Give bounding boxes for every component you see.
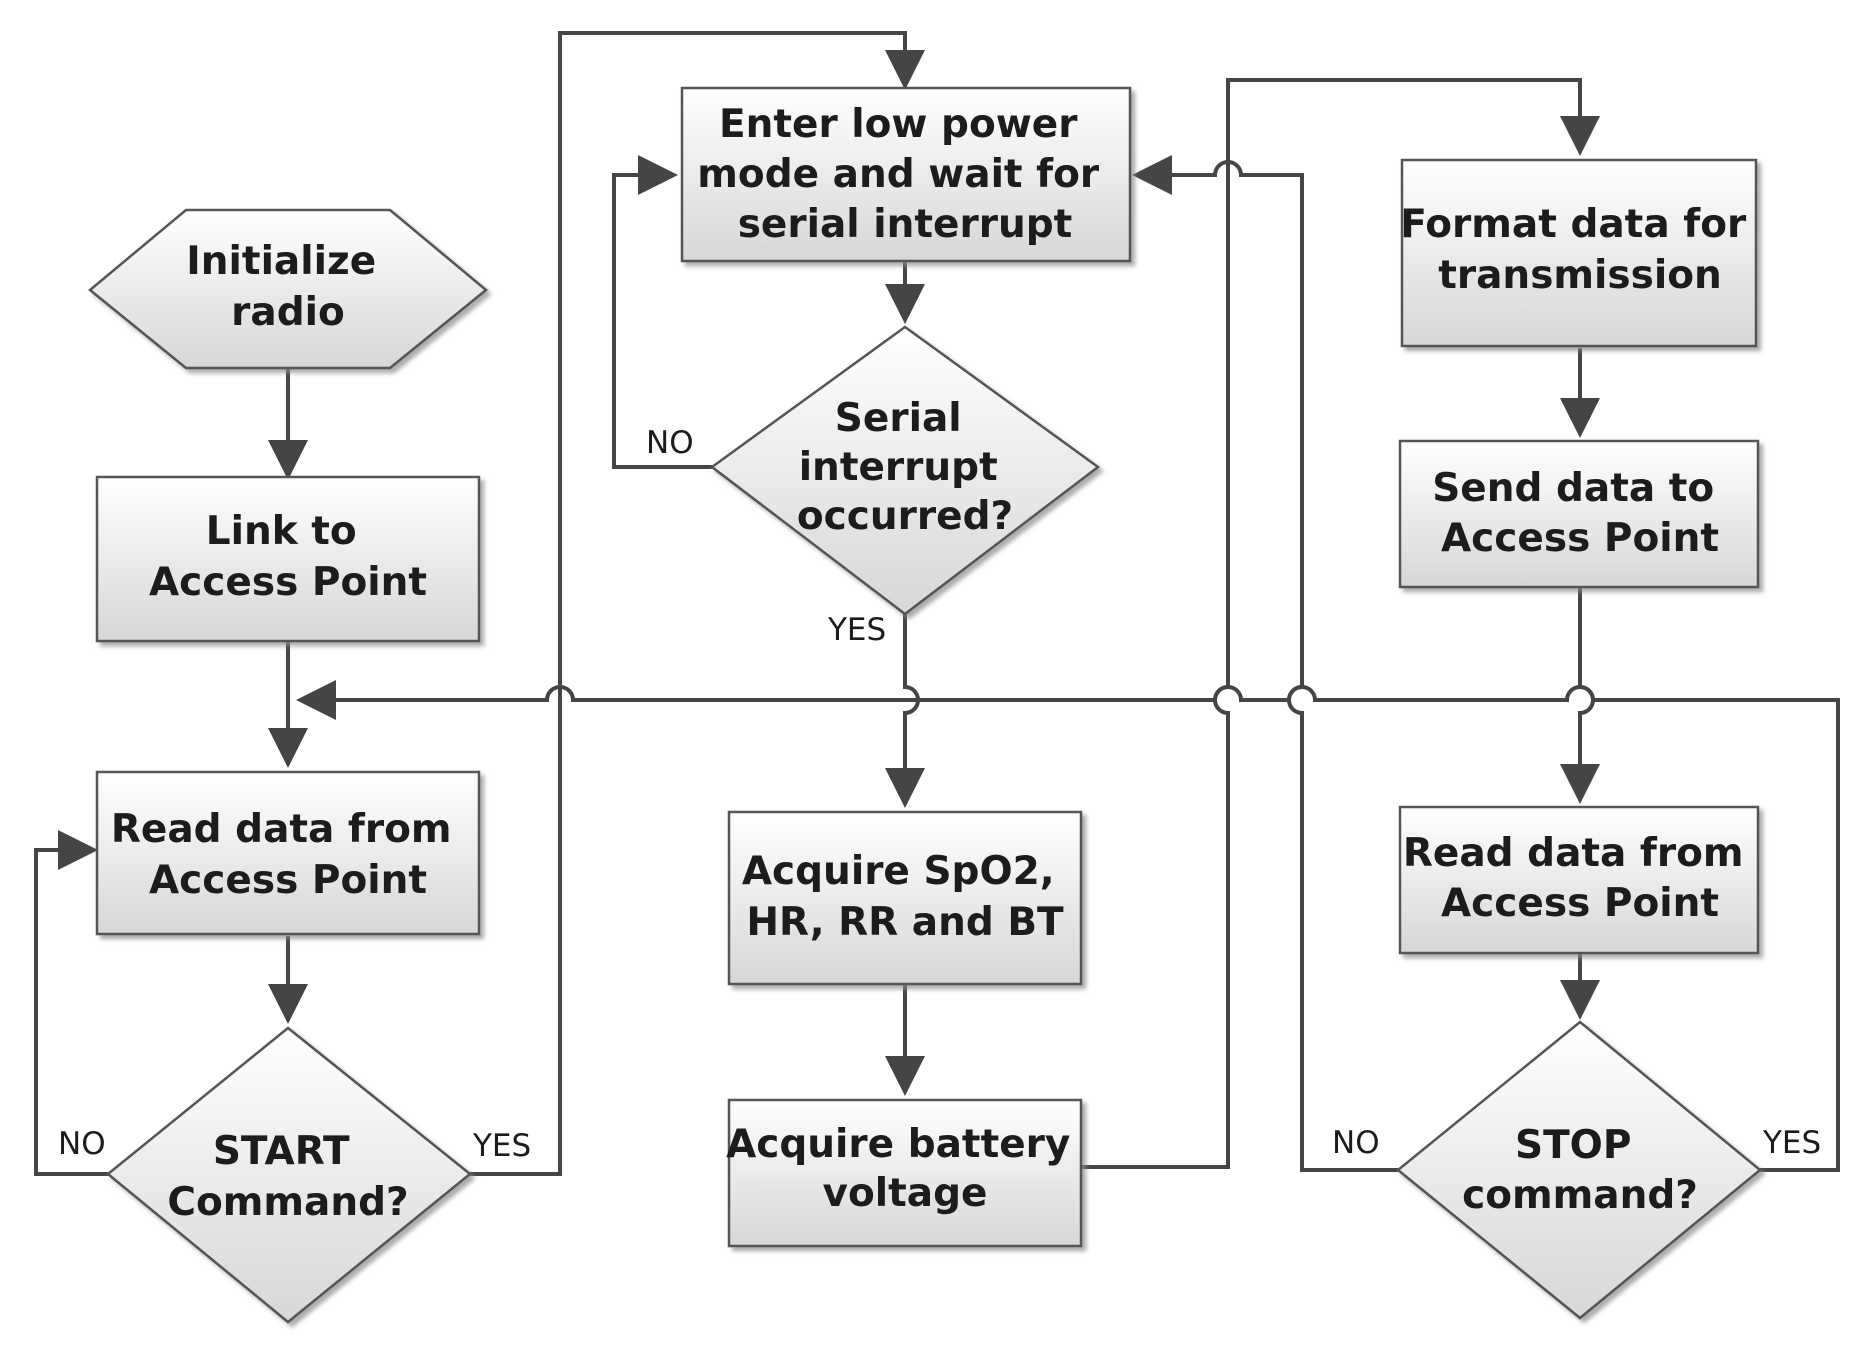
send-data-label: Send data to Access Point [1432,466,1728,561]
start-command-label: START Command? [167,1129,408,1225]
acquire-vitals-label: Acquire SpO2, HR, RR and BT [742,849,1068,945]
edge-serial-no-loop [612,155,712,469]
node-read-access-point-right: Read data from Access Point [1398,805,1760,955]
initialize-radio-label: Initialize radio [186,239,389,335]
edge-start-yes [470,31,925,1176]
serial-interrupt-label: Serial interrupt occurred? [797,396,1013,539]
acquire-battery-label: Acquire battery voltage [726,1122,1084,1216]
node-send-data: Send data to Access Point [1398,439,1760,589]
stop-command-label: STOP command? [1462,1123,1698,1218]
stop-yes-label: YES [1762,1125,1821,1161]
node-acquire-battery: Acquire battery voltage [726,1098,1084,1248]
low-power-mode-label: Enter low power mode and wait for serial… [697,102,1112,247]
read-access-point-right-label: Read data from Access Point [1403,831,1757,926]
start-yes-label: YES [472,1128,531,1164]
edge-start-no-loop [34,830,110,1176]
serial-no-label: NO [646,425,694,461]
node-format-data: Format data for transmission [1400,158,1760,348]
stop-no-label: NO [1332,1125,1380,1161]
start-no-label: NO [58,1126,106,1162]
node-serial-interrupt: Serial interrupt occurred? [709,325,1101,616]
node-read-access-point-left: Read data from Access Point [95,770,481,936]
node-stop-command: STOP command? [1396,1020,1762,1320]
edge-stop-yes [296,680,1840,1172]
link-access-point-label: Link to Access Point [149,509,427,605]
edge-serial-yes [885,612,925,808]
format-data-label: Format data for transmission [1400,202,1760,298]
serial-yes-label: YES [827,612,886,648]
node-acquire-vitals: Acquire SpO2, HR, RR and BT [727,810,1083,986]
edge-labels: NO YES NO YES NO YES [58,425,1821,1164]
read-access-point-left-label: Read data from Access Point [111,807,465,903]
node-link-access-point: Link to Access Point [95,475,481,643]
node-start-command: START Command? [106,1026,472,1324]
node-low-power-mode: Enter low power mode and wait for serial… [680,86,1132,263]
edges [34,31,1840,1176]
node-initialize-radio: Initialize radio [88,208,488,370]
edge-stop-no [1132,155,1398,1172]
